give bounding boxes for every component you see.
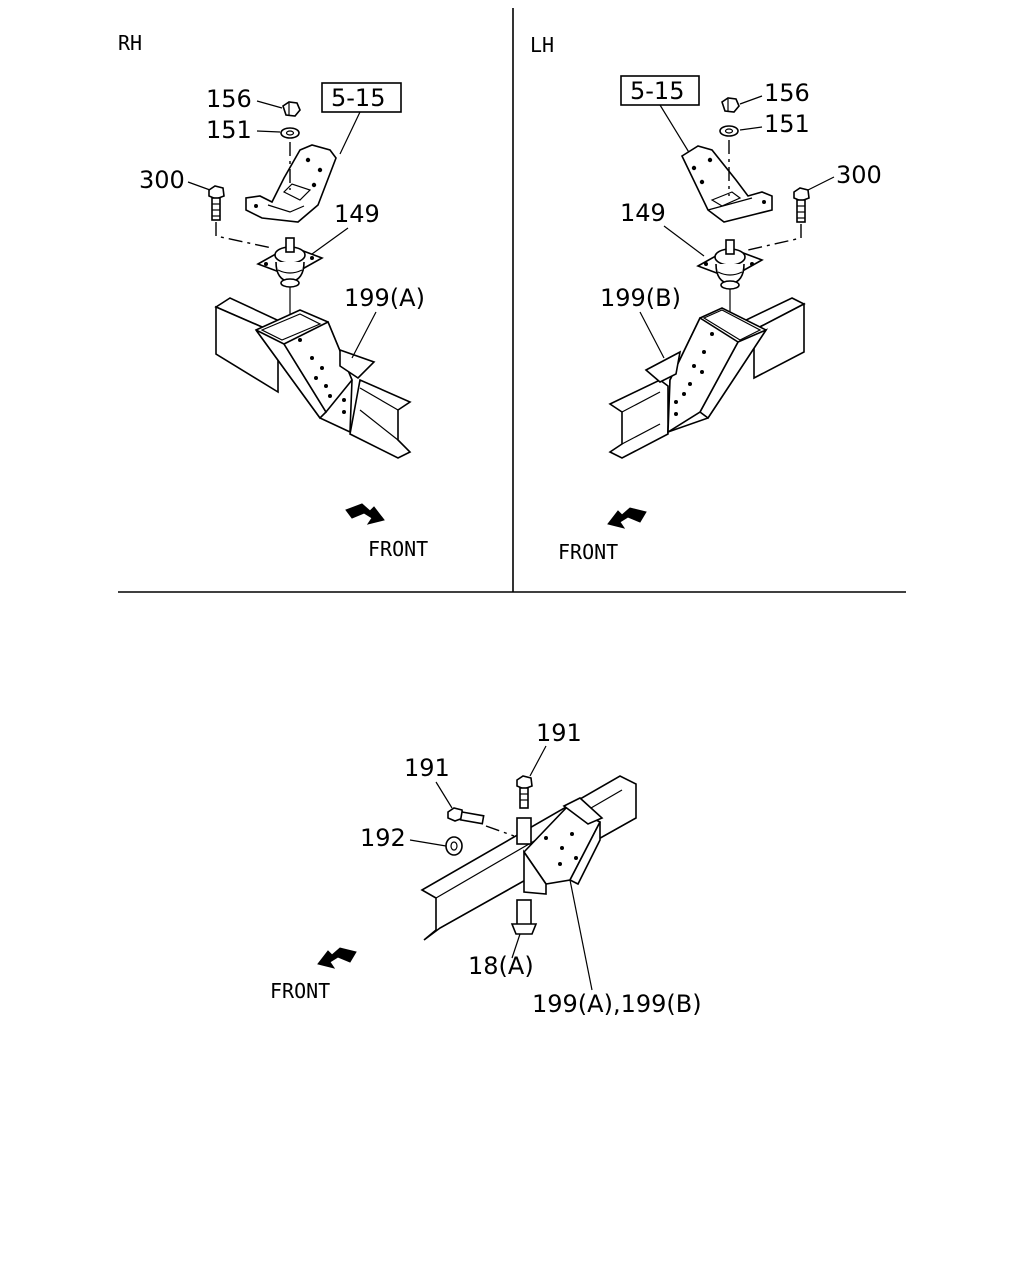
lh-bracket-199b [644, 307, 769, 434]
lh-section: LH 5-15 156 151 [530, 33, 882, 564]
lh-front-label: FRONT [558, 540, 618, 564]
lh-frame-rail [608, 297, 806, 459]
rh-washer-151 [280, 127, 300, 139]
bottom-callout-18a: 18(A) [468, 952, 534, 980]
bottom-bracket-199 [522, 797, 604, 895]
lh-washer-151 [719, 125, 739, 137]
lh-engine-bracket [680, 145, 773, 223]
bottom-front-label: FRONT [270, 979, 330, 1003]
bottom-plate-18a [510, 817, 538, 935]
rh-callout-151: 151 [206, 116, 252, 144]
rh-engine-bracket [245, 144, 337, 223]
rh-bolt-300 [208, 185, 225, 221]
lh-callout-149: 149 [620, 199, 666, 227]
rh-nut-156 [282, 101, 301, 117]
rh-callout-199a: 199(A) [344, 284, 425, 312]
lh-title: LH [530, 33, 554, 57]
rh-mount-149 [256, 237, 324, 288]
bottom-bolt-191-side [447, 807, 485, 825]
bottom-bolt-191-top [516, 775, 533, 809]
rh-ref-box [321, 82, 402, 113]
bottom-callout-199: 199(A),199(B) [532, 990, 702, 1018]
bottom-nut-192 [445, 836, 463, 856]
rh-section: RH 5-15 156 151 [118, 31, 428, 561]
bottom-front-arrow-icon [317, 947, 357, 969]
rh-callout-300: 300 [139, 166, 185, 194]
rh-callout-156: 156 [206, 85, 252, 113]
bottom-callout-191-side: 191 [404, 754, 450, 782]
lh-callout-156: 156 [764, 79, 810, 107]
rh-front-arrow-icon [345, 503, 385, 525]
bottom-section: 18(A) 191 191 192 199(A),199(B) [270, 719, 702, 1018]
rh-bracket-199a [254, 309, 376, 434]
rh-front-label: FRONT [368, 537, 428, 561]
lh-front-arrow-icon [607, 507, 647, 529]
lh-callout-199b: 199(B) [600, 284, 681, 312]
lh-bolt-300 [793, 187, 810, 223]
lh-callout-151: 151 [764, 110, 810, 138]
rh-ref-label: 5-15 [331, 84, 385, 112]
lh-mount-149 [696, 239, 764, 290]
rh-callout-149: 149 [334, 200, 380, 228]
rh-title: RH [118, 31, 142, 55]
lh-callout-300: 300 [836, 161, 882, 189]
bottom-callout-192: 192 [360, 824, 406, 852]
lh-ref-label: 5-15 [630, 77, 684, 105]
lh-nut-156 [721, 97, 740, 113]
bottom-callout-191-top: 191 [536, 719, 582, 747]
